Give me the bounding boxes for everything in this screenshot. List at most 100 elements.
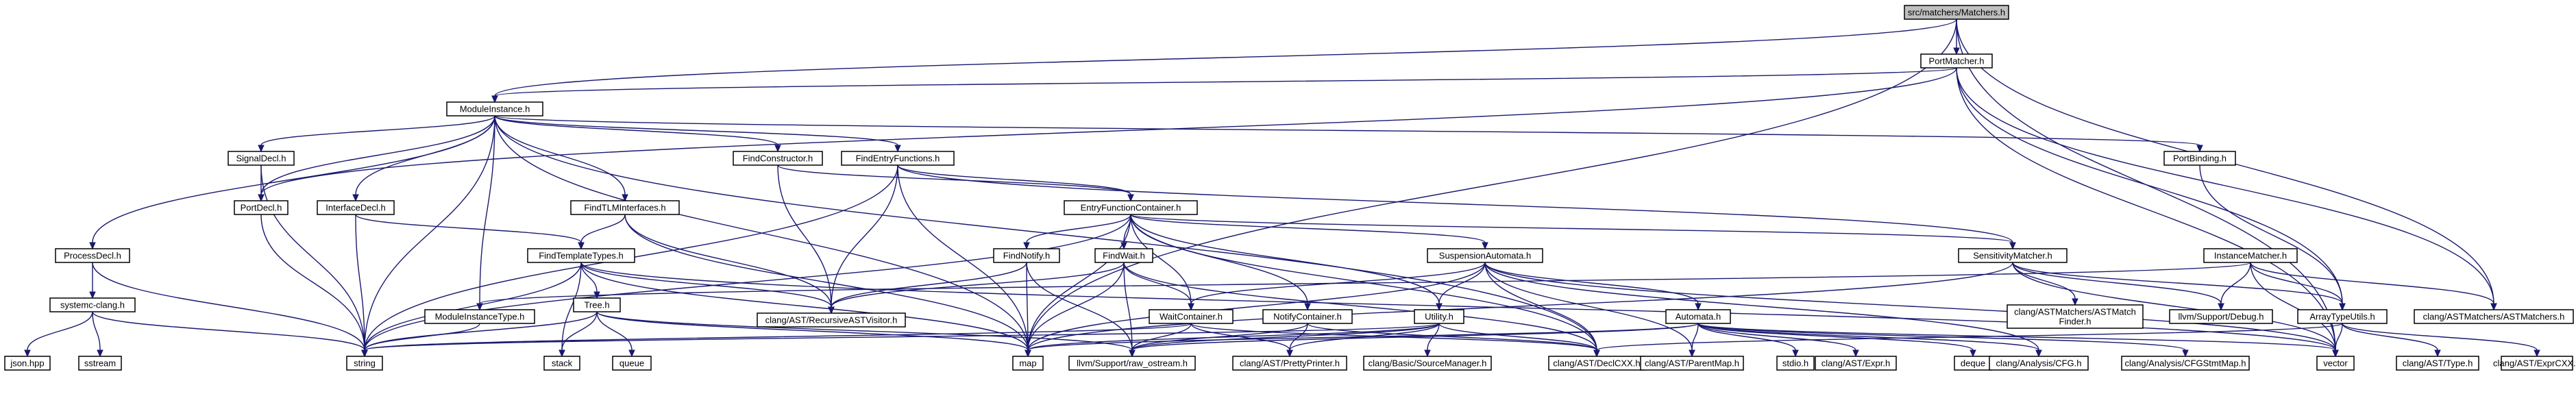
node-automata[interactable]: Automata.h: [1665, 309, 1731, 324]
edge-line: [1123, 262, 1192, 304]
node-astmatchers: clang/ASTMatchers/ASTMatchers.h: [2414, 309, 2574, 324]
node-findentryfunctions[interactable]: FindEntryFunctions.h: [841, 151, 955, 166]
node-label: FindEntryFunctions.h: [856, 153, 940, 164]
edge-line: [494, 115, 898, 146]
node-portdecl[interactable]: PortDecl.h: [234, 200, 289, 215]
node-findconstructor[interactable]: FindConstructor.h: [733, 151, 823, 166]
edge-arrowhead: [1023, 242, 1030, 250]
node-deque: deque: [1954, 356, 1992, 371]
edge-arrowhead: [828, 306, 835, 315]
node-systemcclang[interactable]: systemc-clang.h: [49, 297, 136, 312]
node-utility[interactable]: Utility.h: [1414, 309, 1464, 324]
edge-line: [1131, 323, 1699, 351]
edge-automata-to-deque: [1697, 323, 1976, 358]
node-matchers[interactable]: src/matchers/Matchers.h: [1904, 5, 2009, 20]
edge-arrowhead: [2490, 303, 2497, 311]
node-label: FindTLMInterfaces.h: [584, 203, 665, 213]
edge-line: [1956, 67, 2336, 351]
node-box: [1815, 356, 1897, 371]
node-label: clang/Analysis/CFGStmtMap.h: [2124, 358, 2246, 369]
edge-portbinding-to-arraytypeutils: [2199, 164, 2346, 311]
edge-line: [2342, 323, 2438, 351]
node-label: SignalDecl.h: [236, 153, 286, 164]
node-instancematcher[interactable]: InstanceMatcher.h: [2203, 248, 2298, 263]
node-findnotify[interactable]: FindNotify.h: [993, 248, 1060, 263]
edge-line: [355, 214, 365, 351]
node-box: [78, 356, 122, 371]
edge-arrowhead: [89, 291, 96, 299]
node-findtlminterfaces[interactable]: FindTLMInterfaces.h: [570, 200, 680, 215]
node-moduleinstance[interactable]: ModuleInstance.h: [446, 101, 543, 116]
node-box: [2007, 304, 2144, 329]
node-box: [2163, 151, 2236, 166]
node-findwait[interactable]: FindWait.h: [1094, 248, 1153, 263]
edge-line: [580, 262, 598, 293]
node-queue: queue: [612, 356, 652, 371]
node-entryfunctioncontainer[interactable]: EntryFunctionContainer.h: [1064, 200, 1198, 215]
node-treeh[interactable]: Tree.h: [573, 297, 621, 312]
node-box: [1989, 356, 2089, 371]
node-portmatcher[interactable]: PortMatcher.h: [1920, 53, 1993, 69]
node-moduleinstancetype[interactable]: ModuleInstanceType.h: [424, 309, 535, 324]
edge-line: [897, 164, 2013, 243]
edge-arrowhead: [1127, 194, 1134, 202]
edge-arrowhead: [1482, 242, 1488, 250]
node-box: [2203, 248, 2298, 263]
node-label: deque: [1961, 358, 1985, 369]
edge-suspensionautomata-to-waitcontainer: [1188, 262, 1486, 311]
edge-arrowhead: [1852, 349, 1859, 358]
node-declcxx: clang/AST/DeclCXX.h: [1548, 356, 1645, 371]
edge-systemcclang-to-sstream: [92, 311, 103, 358]
node-cfgstmtmap: clang/Analysis/CFGStmtMap.h: [2121, 356, 2250, 371]
edge-line: [777, 164, 1131, 195]
edge-line: [831, 262, 1125, 308]
node-portbinding[interactable]: PortBinding.h: [2163, 151, 2236, 166]
edge-automata-to-parentmap: [1689, 323, 1699, 358]
node-label: clang/AST/PrettyPrinter.h: [1240, 358, 1340, 369]
node-box: [2297, 309, 2388, 324]
node-label: clang/ASTMatchers/ASTMatch: [2014, 307, 2136, 317]
node-interfacedecl[interactable]: InterfaceDecl.h: [317, 200, 395, 215]
edge-line: [1484, 262, 1693, 351]
edge-entryfunctioncontainer-to-utility: [1130, 214, 1443, 311]
node-waitcontainer[interactable]: WaitContainer.h: [1149, 309, 1234, 324]
node-label: llvm/Support/Debug.h: [2178, 312, 2264, 322]
node-box: [1363, 356, 1492, 371]
edge-moduleinstance-to-signaldecl: [258, 115, 495, 153]
node-arraytypeutils[interactable]: ArrayTypeUtils.h: [2297, 309, 2388, 324]
node-sensitivitymatcher[interactable]: SensitivityMatcher.h: [1958, 248, 2068, 263]
edge-arrowhead: [2534, 349, 2540, 358]
edge-waitcontainer-to-declcxx: [1190, 323, 1600, 358]
node-label: clang/AST/DeclCXX.h: [1553, 358, 1640, 369]
edge-matchers-to-moduleinstance: [491, 19, 1957, 103]
edge-line: [561, 311, 598, 351]
edge-line: [1026, 262, 1133, 351]
node-typeh: clang/AST/Type.h: [2396, 356, 2479, 371]
node-label: FindWait.h: [1103, 251, 1145, 261]
edge-arraytypeutils-to-vector: [2332, 323, 2343, 358]
node-notifycontainer[interactable]: NotifyContainer.h: [1262, 309, 1353, 324]
node-box: [1232, 356, 1347, 371]
node-label: llvm/Support/raw_ostream.h: [1077, 358, 1188, 369]
edge-line: [1484, 262, 2039, 351]
node-processdecl[interactable]: ProcessDecl.h: [55, 248, 130, 263]
edge-line: [27, 311, 93, 351]
edge-arrowhead: [2339, 303, 2346, 311]
node-suspensionautomata[interactable]: SuspensionAutomata.h: [1427, 248, 1543, 263]
edge-suspensionautomata-to-utility: [1436, 262, 1486, 311]
node-signaldecl[interactable]: SignalDecl.h: [228, 151, 295, 166]
node-box: [2121, 356, 2250, 371]
edge-arrowhead: [1188, 303, 1194, 311]
edge-line: [1484, 262, 1699, 304]
node-box: [757, 312, 906, 328]
node-vector: vector: [2316, 356, 2355, 371]
node-findtemplatetypes[interactable]: FindTemplateTypes.h: [527, 248, 635, 263]
edge-line: [479, 262, 2251, 304]
node-box: [1776, 356, 1815, 371]
node-box: [346, 356, 383, 371]
edge-line: [2250, 262, 2336, 351]
edge-line: [260, 67, 1957, 195]
edge-findentryfunctions-to-entryfunctioncontainer: [897, 164, 1134, 202]
edge-line: [580, 214, 626, 243]
node-label: FindTemplateTypes.h: [539, 251, 624, 261]
